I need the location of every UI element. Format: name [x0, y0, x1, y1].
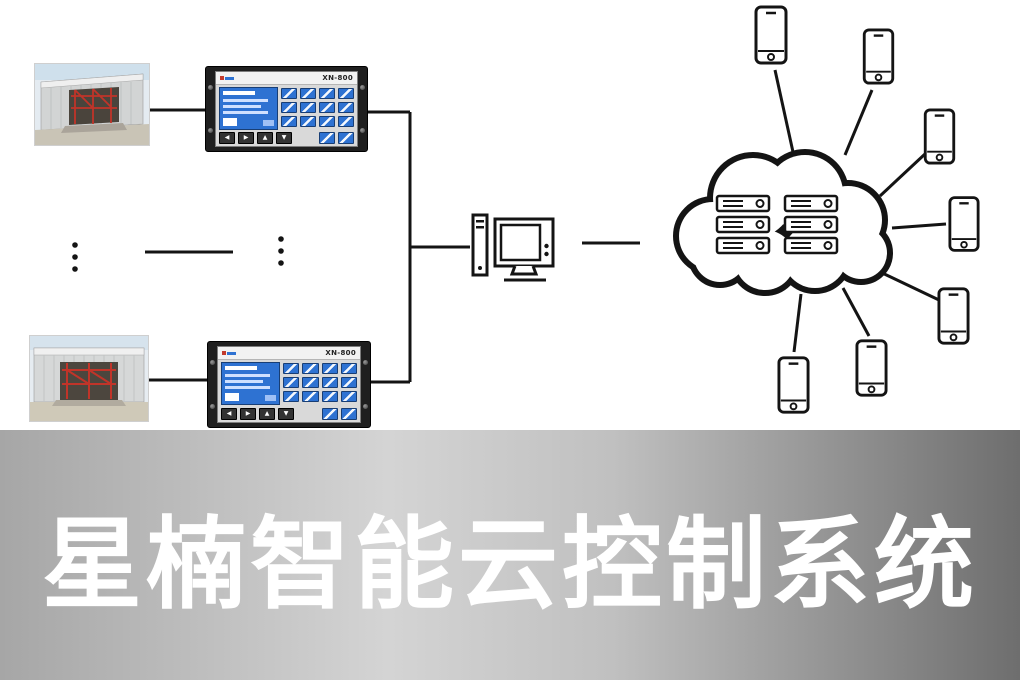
nav-up-key: ▲ [257, 131, 273, 144]
keypad-key [321, 391, 338, 402]
keypad-key [338, 102, 354, 113]
keypad-key [319, 102, 335, 113]
keypad-key [340, 377, 357, 388]
screw-icon [360, 128, 365, 133]
drying-chamber-photo-bottom [30, 336, 148, 421]
keypad-key [300, 116, 316, 127]
screw-icon [210, 360, 215, 365]
title-banner: 星楠智能云控制系统 [0, 430, 1020, 680]
controller-nav-row: ◀ ▶ ▲ ▼ [216, 131, 357, 146]
controller-model-label: XN-800 [322, 73, 353, 82]
keypad-key [300, 102, 316, 113]
keypad-key [283, 377, 300, 388]
keypad-key [338, 116, 354, 127]
screw-icon [363, 360, 368, 365]
keypad-key [319, 88, 335, 99]
cloud-servers-icon [665, 138, 893, 296]
vertical-ellipsis-dots [72, 236, 284, 272]
drying-chamber-image [30, 336, 148, 421]
controller-lcd-screen [219, 87, 278, 130]
connector-lines [72, 69, 947, 384]
screw-icon [208, 128, 213, 133]
keypad-key [319, 131, 335, 144]
smartphone-icon [937, 285, 970, 347]
keypad-key [322, 407, 338, 420]
smartphone-icon [923, 108, 956, 165]
controller-xn800-bottom: XN-800 ◀ ▶ ▲ ▼ [207, 341, 371, 428]
nav-right-key: ▶ [240, 407, 256, 420]
keypad-key [319, 116, 335, 127]
controller-nav-row: ◀ ▶ ▲ ▼ [218, 407, 360, 422]
keypad-key [281, 116, 297, 127]
keypad-key [302, 363, 319, 374]
keypad-key [321, 377, 338, 388]
screw-icon [363, 404, 368, 409]
system-title: 星楠智能云控制系统 [42, 505, 978, 623]
controller-faceplate: XN-800 ◀ ▶ ▲ ▼ [217, 346, 361, 423]
brand-logo-icon [222, 351, 236, 355]
brand-logo-icon [220, 76, 234, 80]
nav-down-key: ▼ [276, 131, 292, 144]
keypad-key [302, 391, 319, 402]
keypad-key [321, 363, 338, 374]
nav-down-key: ▼ [278, 407, 294, 420]
nav-right-key: ▶ [238, 131, 254, 144]
controller-header: XN-800 [218, 347, 360, 360]
screw-icon [208, 85, 213, 90]
controller-keypad [281, 87, 354, 130]
smartphone-icon [862, 28, 895, 85]
keypad-key [281, 88, 297, 99]
keypad-key [338, 131, 354, 144]
controller-lcd-screen [221, 362, 280, 405]
controller-header: XN-800 [216, 72, 357, 85]
cloud-to-phone-lines [773, 69, 947, 353]
keypad-key [283, 391, 300, 402]
keypad-key [340, 391, 357, 402]
desktop-computer-icon [470, 210, 565, 284]
keypad-key [338, 88, 354, 99]
drying-chamber-image [35, 64, 149, 145]
controller-faceplate: XN-800 ◀ ▶ ▲ ▼ [215, 71, 358, 147]
drying-chamber-photo-top [35, 64, 149, 145]
smartphone-icon [948, 194, 980, 254]
controller-keypad [283, 362, 357, 406]
keypad-key [302, 377, 319, 388]
screw-icon [360, 85, 365, 90]
controller-xn800-top: XN-800 ◀ ▶ ▲ ▼ [205, 66, 368, 152]
keypad-key [341, 407, 357, 420]
screw-icon [210, 404, 215, 409]
keypad-key [340, 363, 357, 374]
controller-model-label: XN-800 [325, 348, 356, 357]
nav-left-key: ◀ [221, 407, 237, 420]
keypad-key [281, 102, 297, 113]
smartphone-icon [855, 338, 888, 398]
server-rack-icons [715, 194, 839, 255]
nav-left-key: ◀ [219, 131, 235, 144]
smartphone-icon [777, 354, 810, 416]
smartphone-icon [752, 5, 790, 65]
bus-lines [145, 108, 640, 384]
keypad-key [283, 363, 300, 374]
nav-up-key: ▲ [259, 407, 275, 420]
keypad-key [300, 88, 316, 99]
